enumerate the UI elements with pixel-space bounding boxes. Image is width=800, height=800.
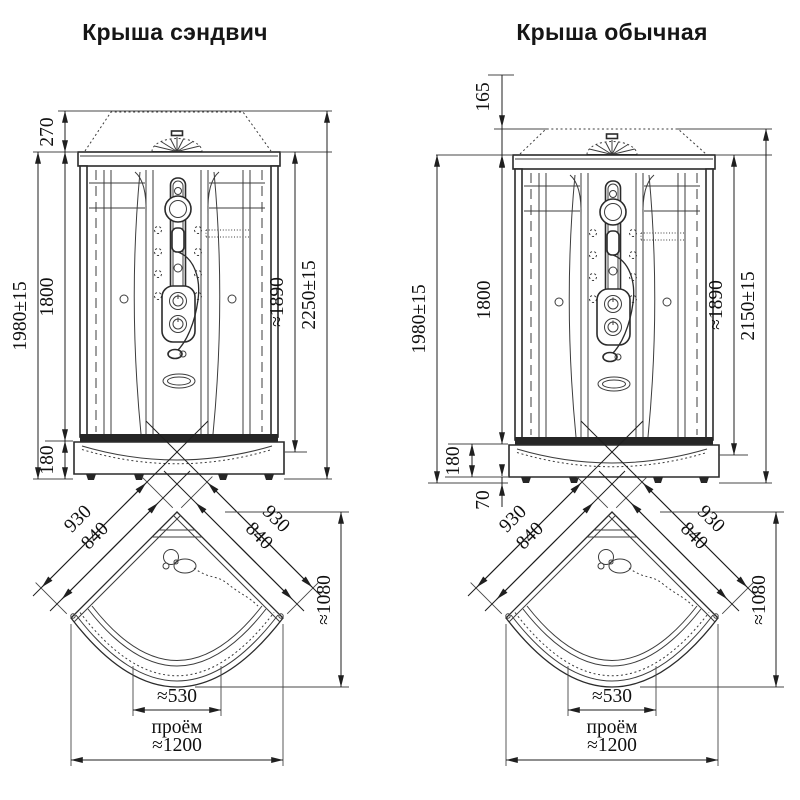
- dim-opening-caption: проём: [152, 717, 203, 738]
- dim-width: ≈1200: [152, 735, 202, 756]
- dim-body-height: 1800: [37, 278, 58, 317]
- dim-total-height: 1980±15: [409, 284, 430, 353]
- dim-tray-height: 180: [443, 446, 464, 475]
- regular-diagram: Крыша обычная: [409, 19, 784, 766]
- regular-top-dimensions: 930 840 930 840 ≈1080 ≈530 проём ≈1200: [467, 420, 784, 766]
- roof-dome-outline: [84, 111, 272, 152]
- regular-front-view: [508, 128, 720, 484]
- dim-width: ≈1200: [587, 735, 637, 756]
- sandwich-front-view: [73, 111, 285, 481]
- diagram-title-regular: Крыша обычная: [516, 19, 707, 45]
- sandwich-front-dimensions: 270 1800 180 1980±15 ≈1890 2250±15: [10, 110, 332, 480]
- dim-body-height: 1800: [474, 281, 495, 320]
- cabin-front-drawing: [73, 130, 285, 481]
- cabin-front-drawing: [508, 133, 720, 484]
- dim-feet-height: 70: [473, 490, 494, 510]
- dim-opening: ≈530: [157, 686, 197, 707]
- dim-depth: ≈1080: [749, 575, 770, 625]
- dim-opening-caption: проём: [587, 717, 638, 738]
- dim-roof-height: 270: [37, 117, 58, 146]
- dim-tray-height: 180: [37, 445, 58, 474]
- roof-dome-outline: [519, 128, 707, 155]
- regular-front-dimensions: 165 1800 180 70 1980±15 ≈1890 2150±15: [409, 74, 772, 510]
- dim-total-height: 1980±15: [10, 281, 31, 350]
- dim-depth: ≈1080: [314, 575, 335, 625]
- sandwich-diagram: Крыша сэндвич 270 1800 180 1980±1: [10, 19, 349, 766]
- dim-overall-height: 2150±15: [738, 271, 759, 340]
- dim-roof-height: 165: [473, 82, 494, 111]
- dim-inner-height: ≈1890: [267, 277, 288, 327]
- dim-opening: ≈530: [592, 686, 632, 707]
- diagram-title-sandwich: Крыша сэндвич: [82, 19, 268, 45]
- dim-inner-height: ≈1890: [706, 280, 727, 330]
- dim-overall-height: 2250±15: [299, 260, 320, 329]
- sandwich-top-dimensions: 930 840 930 840 ≈1080 ≈530 проём ≈1200: [32, 420, 349, 766]
